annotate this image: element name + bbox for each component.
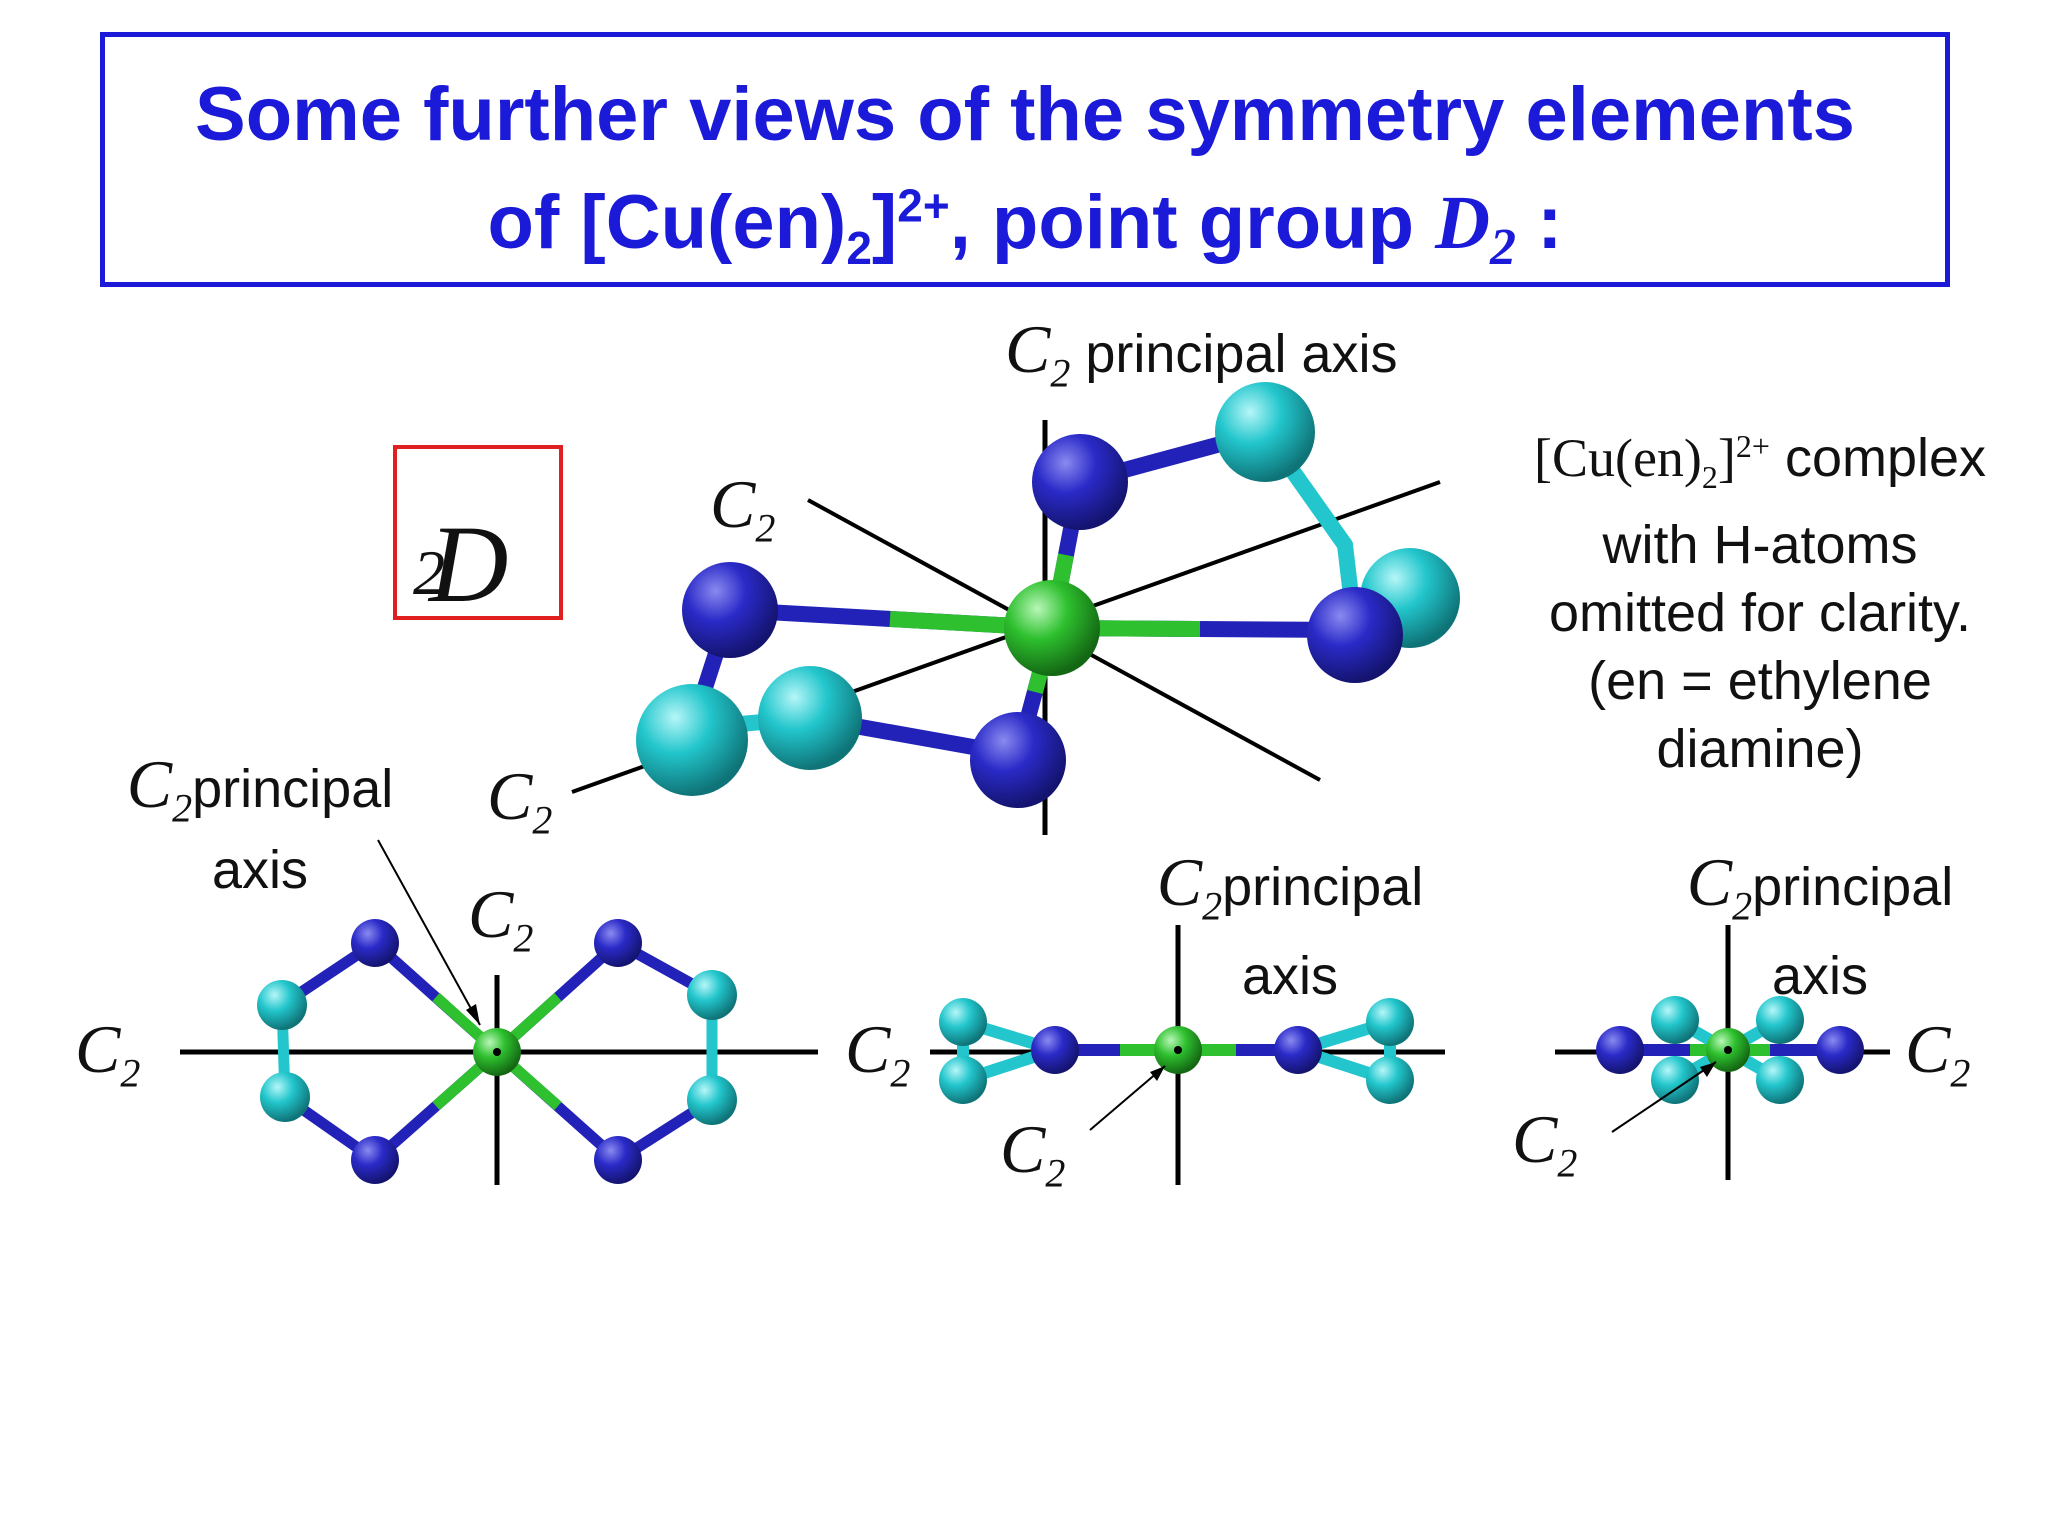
principal-text: principal — [192, 759, 394, 819]
description-line-1: [Cu(en)2]2+ complex — [1533, 428, 1987, 495]
pointer-arrow-line — [377, 839, 481, 1026]
c2-symbol: C2 — [1686, 844, 1753, 929]
carbon-atom — [260, 1072, 310, 1122]
c2-symbol: C2 — [710, 466, 776, 551]
bl-c2-label-vertical: C2 — [468, 880, 533, 959]
title-line-1: Some further views of the symmetry eleme… — [195, 72, 1855, 157]
c2-symbol: C2 — [468, 876, 534, 961]
c2-symbol: C2 — [1156, 844, 1223, 929]
c2-symbol: C2 — [1512, 1101, 1578, 1186]
bl-c2-label-horizontal: C2 — [75, 1015, 140, 1094]
bm-c2-label-pointer: C2 — [1000, 1115, 1065, 1194]
axis-point — [1174, 1046, 1182, 1054]
complex-description: [Cu(en)2]2+ complex with H-atoms omitted… — [1500, 412, 2020, 783]
title-formula-sup: 2+ — [897, 179, 950, 232]
view-along-principal-axis — [180, 839, 818, 1185]
title-line-2: of [Cu(en)2]2+, point group D2 : — [105, 183, 1945, 274]
nitrogen-atom — [1274, 1026, 1322, 1074]
bm-c2-label-horizontal: C2 — [845, 1015, 910, 1094]
carbon-atom — [687, 970, 737, 1020]
carbon-atom — [1215, 382, 1315, 482]
axis-text: axis — [1241, 945, 1339, 1006]
carbon-atom — [1651, 996, 1699, 1044]
side-view-1 — [930, 925, 1445, 1185]
nitrogen-atom — [1031, 1026, 1079, 1074]
nitrogen-atom — [1032, 434, 1128, 530]
side-view-2 — [1555, 925, 1890, 1180]
nitrogen-atom — [1596, 1026, 1644, 1074]
carbon-atom — [636, 684, 748, 796]
main-principal-axis-label: C2 principal axis — [1005, 315, 1398, 394]
axis-point — [493, 1048, 501, 1056]
description-line-3: omitted for clarity. — [1548, 582, 1972, 643]
title-formula-sub: 2 — [846, 222, 872, 275]
title-formula-prefix: of [Cu(en) — [487, 180, 847, 265]
title-box: Some further views of the symmetry eleme… — [100, 32, 1950, 287]
description-line-4: (en = ethylene — [1588, 650, 1932, 711]
carbon-atom — [1366, 998, 1414, 1046]
pointer-arrow-line — [1611, 1061, 1717, 1133]
c2-symbol: C2 — [845, 1011, 911, 1096]
description-line-5: diamine) — [1656, 718, 1864, 779]
axis-text: axis — [211, 839, 309, 900]
carbon-atom — [1756, 996, 1804, 1044]
pointer-arrowhead — [1150, 1066, 1165, 1081]
title-mid: , point group — [949, 180, 1436, 265]
pointer-arrow-line — [1089, 1065, 1166, 1131]
carbon-atom — [257, 980, 307, 1030]
c2-symbol: C2 — [1005, 311, 1071, 396]
nitrogen-atom — [682, 562, 778, 658]
pointer-arrowhead — [1700, 1062, 1716, 1077]
br-c2-label-pointer: C2 — [1512, 1105, 1577, 1184]
br-principal-axis-label: C2principal axis — [1670, 848, 1970, 1003]
title-point-group-sub: 2 — [1490, 219, 1517, 277]
carbon-atom — [687, 1075, 737, 1125]
principal-text: principal — [1752, 857, 1954, 917]
pointer-arrowhead — [466, 1004, 480, 1025]
description-line-2: with H-atoms — [1602, 514, 1918, 575]
badge-sub: 2 — [413, 537, 445, 608]
nitrogen-atom — [970, 712, 1066, 808]
carbon-atom — [1651, 1056, 1699, 1104]
title-point-group-letter: D — [1435, 181, 1491, 265]
nitrogen-atom — [1816, 1026, 1864, 1074]
badge-letter: D — [429, 503, 509, 625]
c2-symbol: C2 — [126, 746, 193, 831]
carbon-atom — [939, 1056, 987, 1104]
principal-axis-text: principal axis — [1085, 324, 1398, 384]
c2-symbol: C2 — [1905, 1011, 1971, 1096]
carbon-atom — [939, 998, 987, 1046]
carbon-atom — [1756, 1056, 1804, 1104]
br-c2-label-horizontal: C2 — [1905, 1015, 1970, 1094]
carbon-atom — [758, 666, 862, 770]
nitrogen-atom — [594, 1136, 642, 1184]
axis-point — [1724, 1046, 1732, 1054]
nitrogen-atom — [1307, 587, 1403, 683]
nitrogen-atom — [594, 919, 642, 967]
axis-text: axis — [1771, 945, 1869, 1006]
description-formula: [Cu(en)2]2+ — [1533, 428, 1770, 495]
title-suffix: : — [1516, 180, 1563, 265]
nitrogen-atom — [351, 1136, 399, 1184]
c2-symbol: C2 — [75, 1011, 141, 1096]
title-formula-close: ] — [871, 180, 898, 265]
bm-principal-axis-label: C2principal axis — [1140, 848, 1440, 1003]
main-c2-label-upper: C2 — [710, 470, 775, 549]
nitrogen-atom — [351, 919, 399, 967]
c2-symbol: C2 — [1000, 1111, 1066, 1196]
title-point-group: D2 — [1435, 181, 1516, 274]
main-view-molecule — [571, 382, 1460, 835]
carbon-atom — [1366, 1056, 1414, 1104]
copper-atom — [1004, 580, 1100, 676]
bl-principal-axis-label: C2principal axis — [110, 750, 410, 897]
c2-symbol: C2 — [487, 758, 553, 843]
main-c2-label-lower: C2 — [487, 762, 552, 841]
principal-text: principal — [1222, 857, 1424, 917]
